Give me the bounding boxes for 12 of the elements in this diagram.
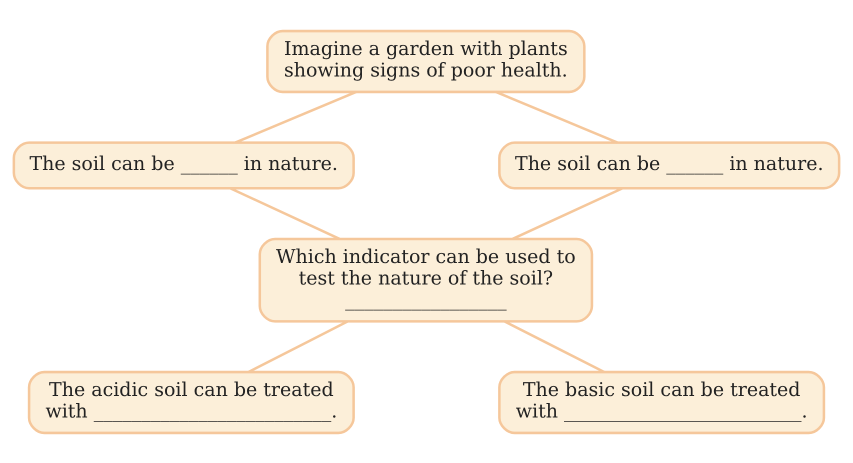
connector xyxy=(512,186,623,240)
connector xyxy=(234,90,357,144)
connector xyxy=(504,320,605,373)
connector xyxy=(248,320,348,373)
connector xyxy=(230,186,340,240)
node-box: The soil can be ______ in nature. xyxy=(12,140,355,190)
connector xyxy=(495,90,618,144)
node-box: The basic soil can be treated with _________________________. xyxy=(498,370,826,434)
node-box: Which indicator can be used to test the nature of the soil? _________________ xyxy=(258,237,594,322)
node-box: The acidic soil can be treated with _________________________. xyxy=(28,370,355,434)
node-box: Imagine a garden with plants showing signs of poor health. xyxy=(266,29,586,93)
node-box: The soil can be ______ in nature. xyxy=(498,140,840,190)
